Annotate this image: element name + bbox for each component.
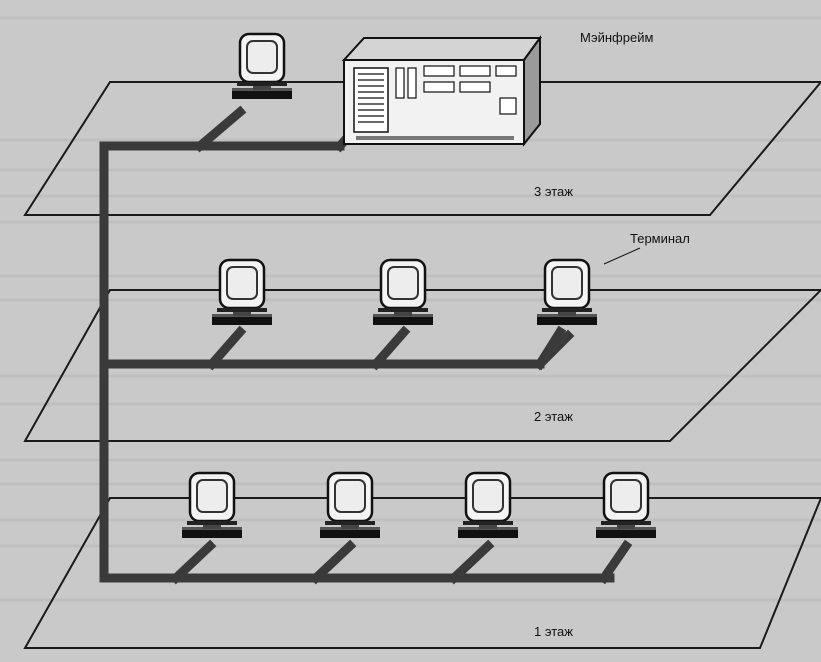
- terminal-icon: [230, 32, 294, 101]
- terminal-label: Терминал: [630, 231, 690, 246]
- terminal-icon: [594, 471, 658, 540]
- terminal-icon: [318, 471, 382, 540]
- mainframe-icon: [341, 34, 542, 147]
- floor-1-label: 1 этаж: [534, 624, 573, 639]
- terminal-icon: [535, 258, 599, 327]
- mainframe-label: Мэйнфрейм: [580, 30, 653, 45]
- floor-2-label: 2 этаж: [534, 409, 573, 424]
- terminal-icon: [371, 258, 435, 327]
- floor-3-plane: [23, 81, 821, 216]
- floor-1-plane: [23, 497, 821, 649]
- terminal-icon: [180, 471, 244, 540]
- floor-3-label: 3 этаж: [534, 184, 573, 199]
- network-cables: [99, 105, 633, 585]
- terminal-icon: [210, 258, 274, 327]
- terminal-icon: [456, 471, 520, 540]
- terminal-label-pointer: [603, 247, 641, 265]
